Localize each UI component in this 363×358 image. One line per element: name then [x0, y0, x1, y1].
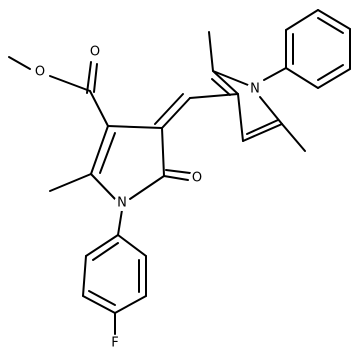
bond-ring-methyl: [49, 173, 92, 192]
bond-pyrrole-c3-c4: [237, 93, 244, 142]
bond-carbonyl-double-o: [86, 61, 92, 94]
pyrrole-n-label: N: [250, 82, 260, 97]
bond-phenyl-6: [285, 67, 319, 89]
fluorine-label: F: [111, 336, 118, 351]
bond-pyrrole-c4-c5-double: [246, 119, 279, 135]
bond-carbonyl-double-o-2: [93, 63, 98, 93]
bond-phenyl-5: [317, 68, 351, 89]
ester-o-single-label: O: [35, 65, 45, 80]
bond-lactam-c-o: [163, 175, 189, 181]
ester-o-carbonyl-label: O: [90, 45, 100, 60]
bond-n1-aryl: [117, 209, 123, 236]
bond-pyrrole-c5-n: [259, 96, 283, 125]
pyrrolone-nitrogen: N: [114, 195, 130, 211]
bond-phenyl-3-double: [317, 17, 344, 34]
ester-oxygen-carbonyl: O: [87, 44, 103, 60]
bond-carbonyl-ring: [89, 90, 109, 127]
bond-ring-c5-c4: [161, 127, 165, 177]
bond-fluorophenyl-3: [114, 295, 147, 314]
bonds: [8, 9, 351, 335]
bond-ring-c3-c4: [107, 125, 163, 129]
atom-labels: O O O N N F: [32, 44, 263, 351]
bond-fluorophenyl-4: [82, 295, 116, 314]
bond-pyrrole-n-phenyl: [263, 67, 287, 81]
bond-exocyclic-double: [161, 97, 191, 129]
bond-fluorophenyl-4-double: [88, 290, 116, 306]
pyrrolone-n-label: N: [117, 196, 127, 211]
bond-pyrrole-c4-c5: [242, 123, 283, 142]
bond-fluorophenyl-5: [82, 255, 87, 297]
bond-phenyl-2: [285, 9, 319, 31]
bond-ring-c3-c2-double: [99, 132, 116, 174]
bond-pyrrole-c3-c2: [212, 70, 239, 95]
bond-pyrrole-c2-methyl: [208, 31, 214, 72]
bond-fluorophenyl-6: [85, 234, 119, 257]
bond-ring-c3-c2: [90, 125, 109, 175]
bond-lactam-c-o-double: [165, 169, 191, 174]
bond-pyrrole-c3-c2-double: [211, 78, 231, 96]
bond-methyl-ester-o: [8, 56, 31, 70]
bond-fluorophenyl-6-double: [92, 242, 119, 261]
bond-fluorophenyl-1: [117, 234, 147, 257]
fluorine-atom: F: [107, 335, 123, 351]
bond-pyrrole-c2-n: [212, 70, 249, 86]
lactam-oxygen: O: [189, 170, 205, 186]
bond-phenyl-5-double: [317, 64, 344, 81]
bond-exocyclic-double-2: [154, 93, 184, 125]
bond-phenyl-3: [317, 9, 351, 30]
bond-ring-n1-c5: [129, 175, 165, 200]
pyrrole-nitrogen: N: [247, 81, 263, 97]
bond-pyrrole-c5-methyl: [281, 123, 306, 152]
bond-ring-c2-n1: [90, 173, 116, 200]
lactam-o-label: O: [192, 171, 202, 186]
bond-ester-o-carbonyl: [49, 75, 91, 92]
ester-oxygen-single: O: [32, 64, 48, 80]
